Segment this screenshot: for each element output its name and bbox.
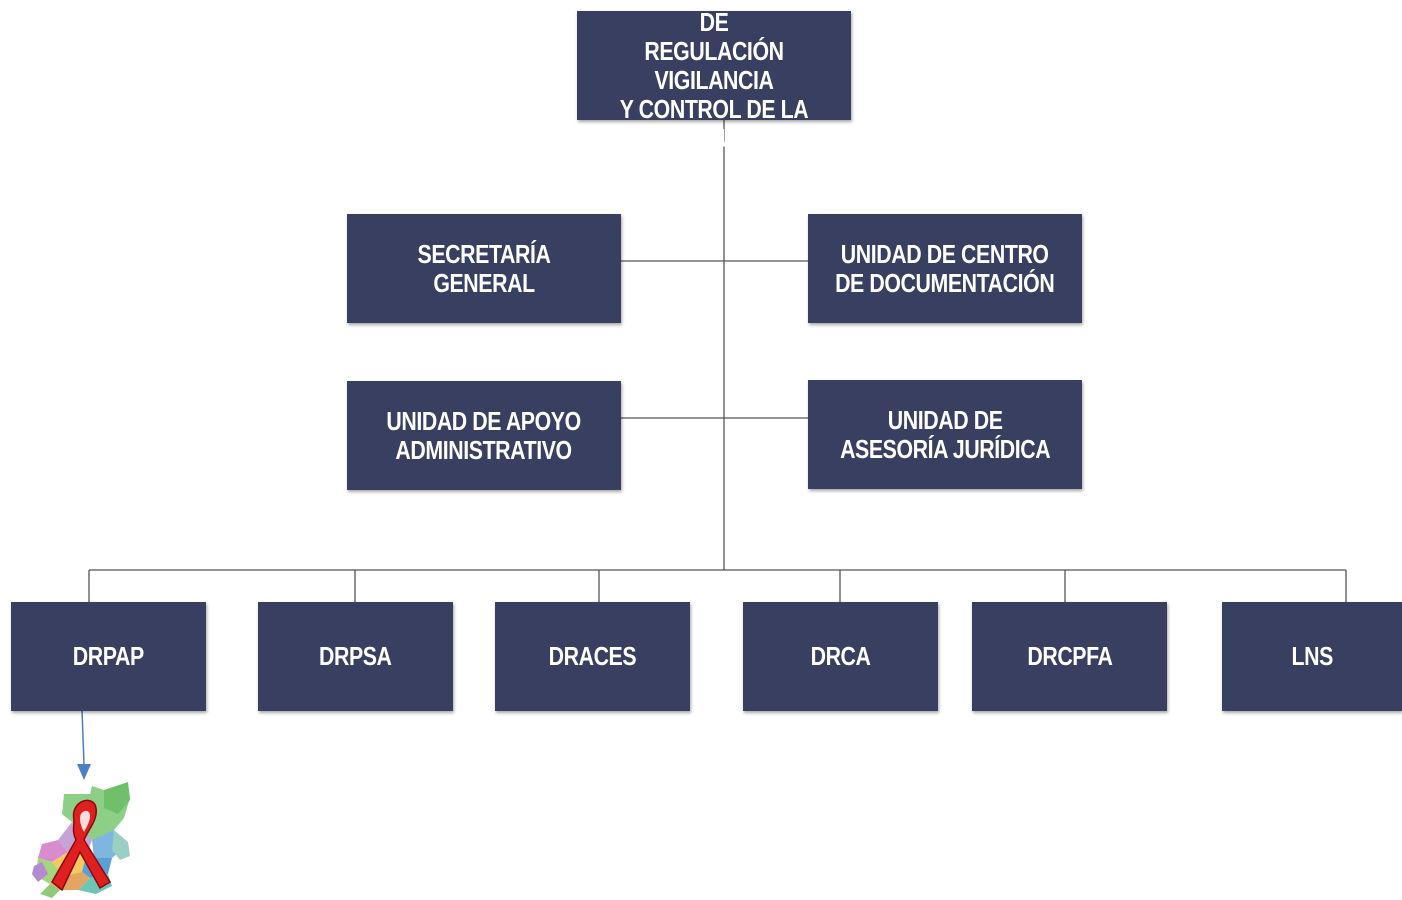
- secretaria-general-box: SECRETARÍA GENERAL: [347, 214, 621, 323]
- centro-documentacion-box: UNIDAD DE CENTRO DE DOCUMENTACIÓN: [808, 214, 1082, 323]
- dept-drcpfa-box: DRCPFA: [972, 602, 1167, 711]
- dept-drpsa-label: DRPSA: [319, 641, 392, 671]
- dept-drpap-label: DRPAP: [72, 641, 145, 671]
- apoyo-administrativo-label: UNIDAD DE APOYO ADMINISTRATIVO: [386, 405, 582, 465]
- dept-lns-label: LNS: [1291, 641, 1333, 671]
- centro-documentacion-label: UNIDAD DE CENTRO DE DOCUMENTACIÓN: [835, 238, 1055, 298]
- dept-drpap-box: DRPAP: [11, 602, 206, 711]
- dept-drca-label: DRCA: [810, 641, 871, 671]
- dept-drcpfa-label: DRCPFA: [1026, 641, 1113, 671]
- dept-drpsa-box: DRPSA: [258, 602, 453, 711]
- secretaria-general-label: SECRETARÍA GENERAL: [417, 238, 551, 298]
- director-general-label: DIRECCIÓN GENERAL DE REGULACIÓN VIGILANC…: [603, 0, 826, 153]
- dept-drca-box: DRCA: [743, 602, 938, 711]
- apoyo-administrativo-box: UNIDAD DE APOYO ADMINISTRATIVO: [347, 381, 621, 490]
- director-general-box: DIRECCIÓN GENERAL DE REGULACIÓN VIGILANC…: [577, 0, 851, 152]
- down-arrow-icon: [77, 709, 91, 780]
- dept-draces-box: DRACES: [495, 602, 690, 711]
- dept-lns-box: LNS: [1222, 602, 1402, 711]
- dept-draces-label: DRACES: [548, 641, 637, 671]
- asesoria-juridica-box: UNIDAD DE ASESORÍA JURÍDICA: [808, 380, 1082, 489]
- asesoria-juridica-label: UNIDAD DE ASESORÍA JURÍDICA: [839, 404, 1051, 464]
- guatemala-map-ribbon-icon: [32, 782, 130, 898]
